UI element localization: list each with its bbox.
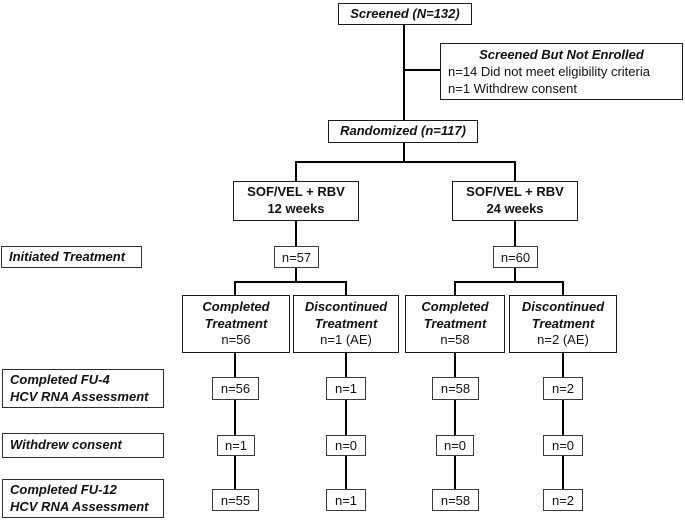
connector-col2-fu12	[345, 456, 347, 489]
withdrew-n-col3: n=0	[443, 438, 467, 453]
fu12-n-col2: n=1	[334, 492, 358, 508]
row-label-initiated-text: Initiated Treatment	[9, 248, 126, 264]
connector-screened-randomized	[403, 25, 405, 120]
connector-arm2-initiated	[514, 221, 516, 246]
arm2-discontinued-title-2: Treatment	[531, 315, 595, 331]
connector-col3-fu12	[454, 456, 456, 489]
branch-arm2-horizontal	[454, 281, 564, 283]
arm1-discontinued-title-2: Treatment	[314, 315, 378, 331]
arm2-box: SOF/VEL + RBV 24 weeks	[452, 181, 578, 221]
arm1-box: SOF/VEL + RBV 12 weeks	[233, 181, 359, 221]
branch-discontinued1-drop	[345, 281, 347, 295]
randomized-label: Randomized (n=117)	[340, 123, 466, 139]
arm2-initiated-count: n=60	[493, 246, 538, 268]
not-enrolled-reason-1: n=14 Did not meet eligibility criteria	[448, 63, 650, 79]
fu12-count-col3: n=58	[432, 489, 479, 511]
fu4-n-col1: n=56	[220, 381, 251, 396]
row-label-withdrew-text: Withdrew consent	[10, 437, 122, 453]
fu12-count-col2: n=1	[326, 489, 366, 511]
arm1-discontinued-title-1: Discontinued	[304, 299, 388, 315]
connector-col1-withdrew	[234, 400, 236, 435]
arm2-discontinued-box: Discontinued Treatment n=2 (AE)	[509, 295, 617, 353]
connector-n60-branch	[514, 268, 516, 282]
screened-box: Screened (N=132)	[338, 3, 472, 25]
row-label-fu12-line2: HCV RNA Assessment	[10, 498, 149, 514]
arm1-discontinued-box: Discontinued Treatment n=1 (AE)	[293, 295, 399, 353]
withdrew-count-col1: n=1	[217, 435, 255, 456]
arm2-completed-n: n=58	[440, 332, 470, 348]
row-label-fu12: Completed FU-12 HCV RNA Assessment	[2, 479, 164, 518]
row-label-initiated: Initiated Treatment	[1, 246, 142, 268]
not-enrolled-title: Screened But Not Enrolled	[479, 47, 644, 62]
connector-col2-withdrew	[345, 400, 347, 435]
branch-arm1-drop	[295, 161, 297, 181]
connector-n57-branch	[295, 268, 297, 282]
fu4-count-col3: n=58	[432, 377, 479, 400]
withdrew-n-col4: n=0	[551, 438, 575, 453]
connector-not-enrolled	[404, 69, 440, 71]
not-enrolled-box: Screened But Not Enrolled n=14 Did not m…	[440, 43, 683, 100]
randomized-box: Randomized (n=117)	[328, 120, 478, 143]
connector-col1-fu12	[234, 456, 236, 489]
withdrew-count-col2: n=0	[326, 435, 366, 456]
fu4-count-col4: n=2	[543, 377, 583, 400]
arm2-duration: 24 weeks	[486, 201, 544, 216]
fu12-n-col1: n=55	[220, 492, 251, 508]
arm1-initiated-n: n=57	[281, 249, 312, 265]
fu12-n-col4: n=2	[551, 492, 575, 508]
connector-col1-fu4	[234, 353, 236, 377]
arm1-regimen: SOF/VEL + RBV	[247, 184, 345, 200]
withdrew-n-col1: n=1	[224, 438, 248, 453]
branch-arm2-drop	[514, 161, 516, 181]
arm1-completed-title-2: Treatment	[204, 315, 268, 331]
arm1-duration: 12 weeks	[267, 201, 325, 216]
fu4-n-col3: n=58	[440, 381, 471, 396]
arm2-completed-title-2: Treatment	[423, 315, 487, 331]
row-label-fu4-line1: Completed FU-4	[10, 372, 110, 388]
fu12-count-col4: n=2	[543, 489, 583, 511]
connector-col4-fu4	[562, 353, 564, 377]
fu4-count-col2: n=1	[326, 377, 366, 400]
row-label-fu4-line2: HCV RNA Assessment	[10, 388, 149, 404]
arm2-discontinued-title-1: Discontinued	[521, 299, 605, 315]
connector-col3-withdrew	[454, 400, 456, 435]
connector-col2-fu4	[345, 353, 347, 377]
withdrew-n-col2: n=0	[334, 438, 358, 453]
arm1-discontinued-n: n=1 (AE)	[320, 332, 372, 348]
branch-arms-horizontal	[295, 161, 516, 163]
arm2-completed-title-1: Completed	[421, 299, 489, 315]
arm1-completed-box: Completed Treatment n=56	[182, 295, 290, 353]
fu12-n-col3: n=58	[440, 492, 471, 508]
row-label-fu4: Completed FU-4 HCV RNA Assessment	[2, 369, 164, 408]
branch-arm1-horizontal	[234, 281, 347, 283]
withdrew-count-col4: n=0	[543, 435, 583, 456]
branch-completed2-drop	[454, 281, 456, 295]
branch-completed1-drop	[234, 281, 236, 295]
branch-discontinued2-drop	[562, 281, 564, 295]
not-enrolled-reason-2: n=1 Withdrew consent	[448, 80, 577, 96]
fu4-count-col1: n=56	[212, 377, 259, 400]
connector-arm1-initiated	[295, 221, 297, 246]
arm1-completed-n: n=56	[221, 332, 251, 348]
connector-randomized-branch	[403, 143, 405, 161]
arm2-completed-box: Completed Treatment n=58	[405, 295, 505, 353]
withdrew-count-col3: n=0	[436, 435, 474, 456]
screened-label: Screened (N=132)	[350, 5, 460, 21]
row-label-fu12-line1: Completed FU-12	[10, 482, 117, 498]
fu12-count-col1: n=55	[212, 489, 259, 511]
fu4-n-col2: n=1	[334, 381, 358, 396]
arm2-regimen: SOF/VEL + RBV	[466, 184, 564, 200]
arm2-discontinued-n: n=2 (AE)	[537, 332, 589, 348]
row-label-withdrew: Withdrew consent	[2, 433, 164, 458]
arm1-initiated-count: n=57	[274, 246, 319, 268]
connector-col4-withdrew	[562, 400, 564, 435]
connector-col4-fu12	[562, 456, 564, 489]
arm2-initiated-n: n=60	[500, 249, 531, 265]
fu4-n-col4: n=2	[551, 381, 575, 396]
arm1-completed-title-1: Completed	[202, 299, 270, 315]
connector-col3-fu4	[454, 353, 456, 377]
